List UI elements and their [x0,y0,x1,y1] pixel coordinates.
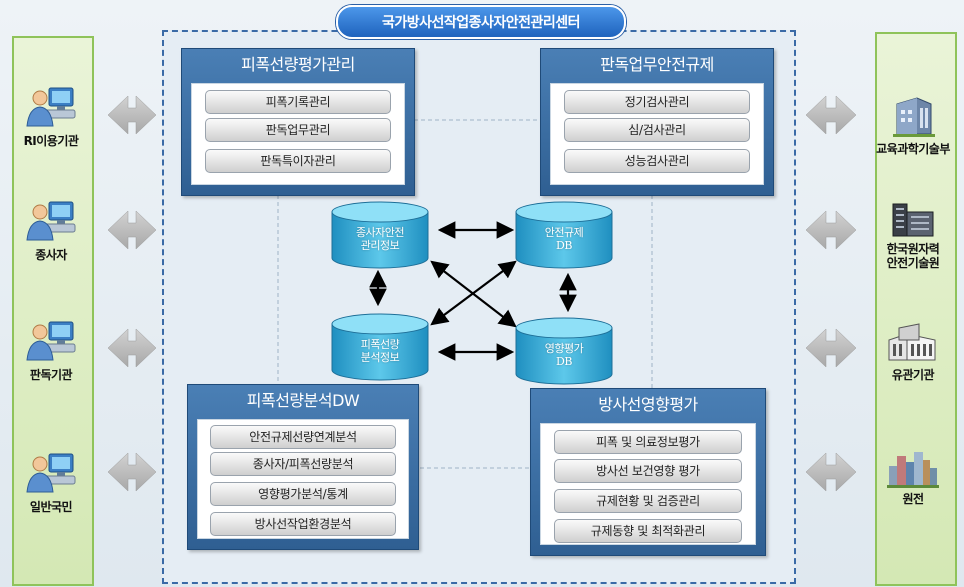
center-title: 국가방사선작업종사자안전관리센터 [336,5,626,39]
right-item-label: 유관기관 [891,368,935,382]
person-computer-icon [26,453,76,493]
menu-item-periodic-inspection[interactable]: 정기검사관리 [564,90,750,114]
left-item-worker[interactable]: 종사자 [0,198,106,262]
left-panel [12,36,94,586]
module-radiation-impact: 방사선영향평가 피폭 및 의료정보평가 방사선 보건영향 평가 규제현황 및 검… [530,388,766,556]
right-item-related[interactable]: 유관기관 [858,320,964,382]
database-icon [331,201,429,269]
left-item-label: 일반국민 [29,500,73,514]
right-item-label: 원전 [902,492,924,506]
menu-item-review-inspection[interactable]: 심/검사관리 [564,118,750,142]
left-item-label: RI이용기관 [23,134,79,148]
left-item-label: 판독기관 [29,368,73,382]
module-safety-regulation: 판독업무안전규제 정기검사관리 심/검사관리 성능검사관리 [540,48,774,196]
building-icon [892,203,934,237]
left-item-public[interactable]: 일반국민 [0,450,106,514]
right-item-label: 교육과학기술부 [876,142,950,156]
menu-item-exposure-medical[interactable]: 피폭 및 의료정보평가 [554,430,742,454]
right-item-plant[interactable]: 원전 [858,448,964,506]
db-link-arrow [430,260,517,326]
module-dose-analysis-dw: 피폭선량분석DW 안전규제선량연계분석 종사자/피폭선량분석 영향평가분석/통계… [187,384,419,550]
module-body: 정기검사관리 심/검사관리 성능검사관리 [550,83,764,185]
menu-item-exposure-record[interactable]: 피폭기록관리 [205,90,391,114]
building-icon [888,323,936,361]
database-icon [331,313,429,381]
menu-item-performance-inspection[interactable]: 성능검사관리 [564,149,750,173]
left-item-ri[interactable]: RI이용기관 [0,84,106,148]
module-body: 안전규제선량연계분석 종사자/피폭선량분석 영향평가분석/통계 방사선작업환경분… [197,419,409,539]
module-title: 판독업무안전규제 [600,55,714,74]
left-item-label: 종사자 [35,248,67,262]
module-title: 피폭선량분석DW [246,391,360,410]
left-double-arrow [107,328,157,368]
left-double-arrow [107,210,157,250]
menu-item-reading-anomaly[interactable]: 판독특이자관리 [205,149,391,173]
menu-item-reading-work[interactable]: 판독업무관리 [205,118,391,142]
right-double-arrow [805,452,857,492]
right-double-arrow [805,210,857,250]
menu-item-work-environment[interactable]: 방사선작업환경분석 [210,512,396,536]
left-item-reader[interactable]: 판독기관 [0,318,106,382]
module-dose-evaluation: 피폭선량평가관리 피폭기록관리 판독업무관리 판독특이자관리 [181,48,415,196]
person-computer-icon [26,201,76,241]
right-item-ministry[interactable]: 교육과학기술부 [858,94,964,156]
menu-item-regulation-trend[interactable]: 규제동향 및 최적화관리 [554,519,742,543]
database-icon [515,317,613,385]
menu-item-regulation-status[interactable]: 규제현황 및 검증관리 [554,489,742,513]
left-double-arrow [107,95,157,135]
menu-item-impact-statistics[interactable]: 영향평가분석/통계 [210,482,396,506]
right-double-arrow [805,95,857,135]
menu-item-worker-dose-analysis[interactable]: 종사자/피폭선량분석 [210,452,396,476]
left-double-arrow [107,452,157,492]
person-computer-icon [26,321,76,361]
person-computer-icon [26,87,76,127]
city-icon [887,452,939,488]
right-double-arrow [805,328,857,368]
module-body: 피폭기록관리 판독업무관리 판독특이자관리 [191,83,405,185]
module-body: 피폭 및 의료정보평가 방사선 보건영향 평가 규제현황 및 검증관리 규제동향… [540,423,756,545]
right-item-kins[interactable]: 한국원자력 안전기술원 [858,198,964,270]
right-item-label: 한국원자력 안전기술원 [886,242,940,270]
database-icon [515,201,613,269]
building-icon [893,97,935,137]
menu-item-health-impact[interactable]: 방사선 보건영향 평가 [554,459,742,483]
module-title: 피폭선량평가관리 [241,55,355,74]
menu-item-regulation-dose-link[interactable]: 안전규제선량연계분석 [210,425,396,449]
module-title: 방사선영향평가 [598,395,698,414]
